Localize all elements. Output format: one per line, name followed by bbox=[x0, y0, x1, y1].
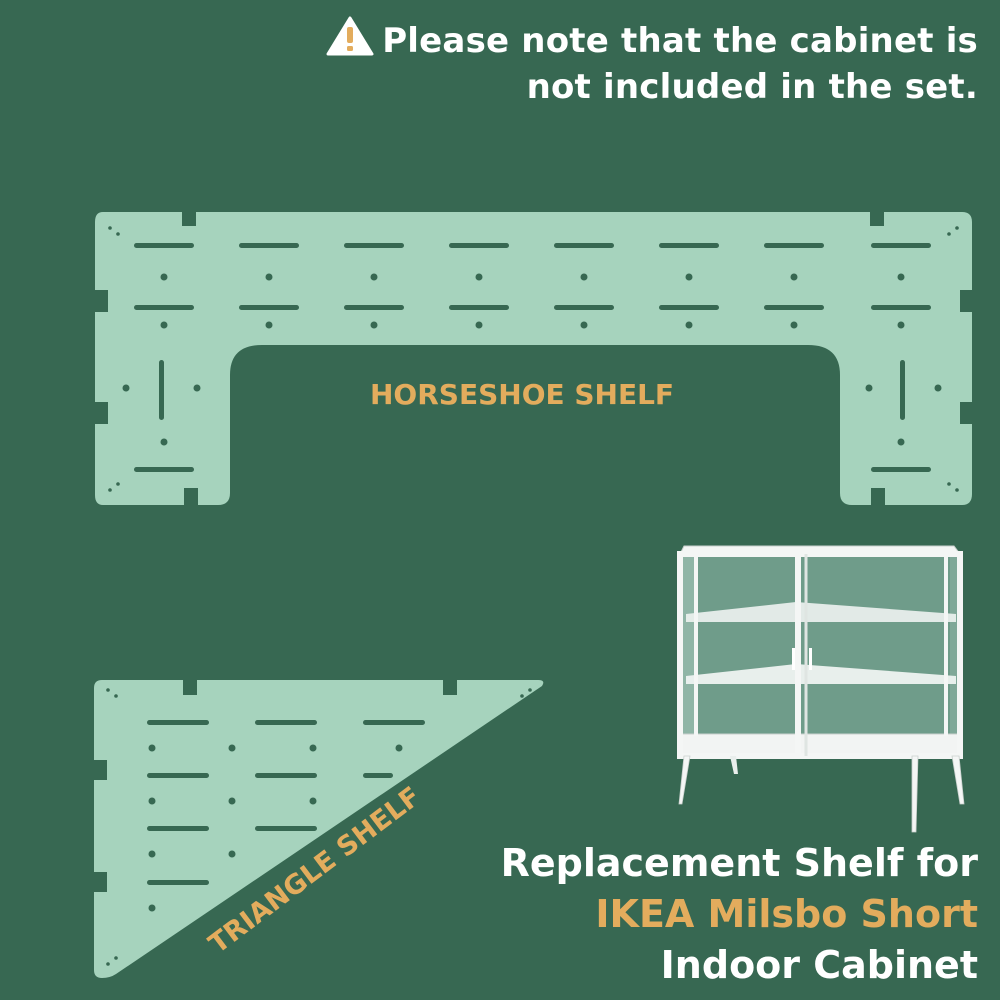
triangle-holes bbox=[106, 688, 532, 966]
notice-text-line-2: not included in the set. bbox=[526, 67, 978, 107]
horseshoe-shelf-label: HORSESHOE SHELF bbox=[370, 378, 675, 411]
cabinet-image bbox=[676, 536, 966, 836]
notice-line-1: Please note that the cabinet is bbox=[326, 16, 978, 64]
horseshoe-shelf bbox=[95, 212, 972, 505]
triangle-slots bbox=[147, 720, 425, 885]
product-title-line-3: Indoor Cabinet bbox=[660, 943, 978, 987]
triangle-shelf bbox=[94, 680, 544, 978]
product-title-line-2: IKEA Milsbo Short bbox=[595, 892, 978, 936]
product-title: Replacement Shelf for IKEA Milsbo Short … bbox=[501, 838, 978, 991]
product-title-line-1: Replacement Shelf for bbox=[500, 841, 978, 885]
notice-text-line-1: Please note that the cabinet is bbox=[382, 21, 978, 61]
warning-icon bbox=[326, 16, 374, 56]
horseshoe-holes bbox=[108, 226, 959, 492]
cabinet-not-included-notice: Please note that the cabinet is not incl… bbox=[326, 16, 978, 110]
horseshoe-slots bbox=[134, 243, 931, 472]
